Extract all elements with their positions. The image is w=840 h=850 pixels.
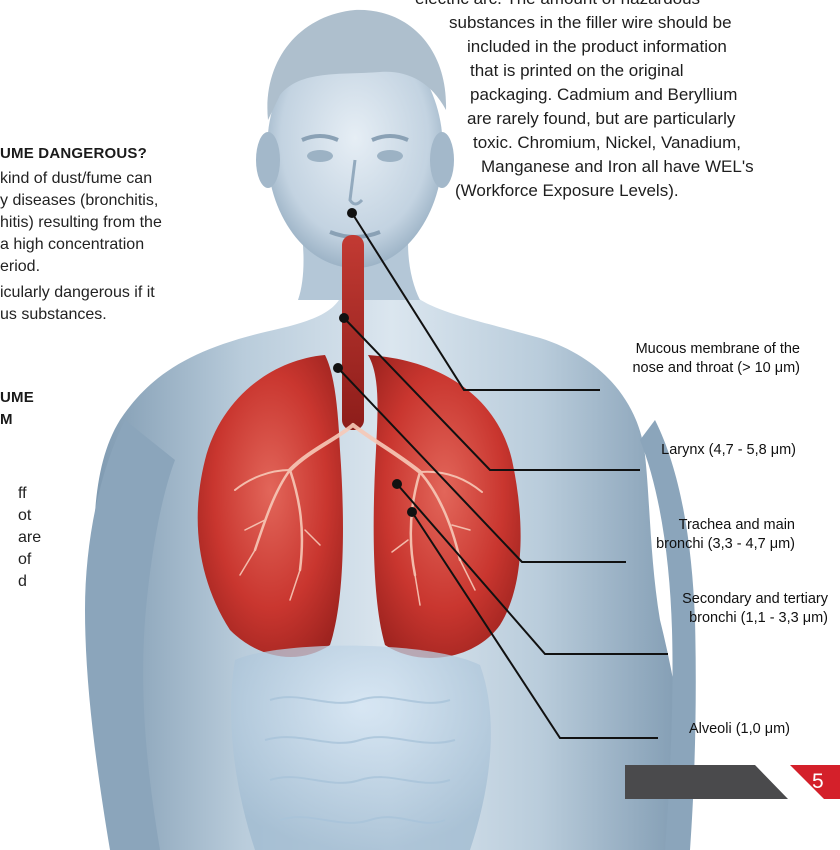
label-secondary-bronchi: Secondary and tertiary bronchi (1,1 - 3,…	[682, 590, 828, 628]
paragraph-line: ff	[0, 483, 41, 505]
intro-line: Manganese and Iron all have WEL's	[481, 155, 754, 179]
paragraph-line: y diseases (bronchitis,	[0, 190, 162, 212]
abdomen	[231, 646, 491, 850]
intro-line: packaging. Cadmium and Beryllium	[470, 83, 737, 107]
intro-line: toxic. Chromium, Nickel, Vanadium,	[473, 131, 741, 155]
paragraph-line: are	[0, 527, 41, 549]
paragraph-line: ot	[0, 505, 41, 527]
intro-line: substances in the filler wire should be	[449, 11, 732, 35]
label-line: nose and throat (> 10 μm)	[632, 359, 800, 378]
footer-gray-bar	[625, 765, 788, 799]
intro-line: (Workforce Exposure Levels).	[455, 179, 679, 203]
paragraph-line: us substances.	[0, 304, 155, 326]
label-line: Mucous membrane of the	[632, 340, 800, 359]
paragraph-dangerous: kind of dust/fume can y diseases (bronch…	[0, 168, 162, 278]
label-trachea: Trachea and main bronchi (3,3 - 4,7 μm)	[656, 516, 795, 554]
paragraph-line: eriod.	[0, 256, 162, 278]
intro-line: are rarely found, but are particularly	[467, 107, 735, 131]
label-line: Secondary and tertiary	[682, 590, 828, 609]
paragraph-cropped: ff ot are of d	[0, 483, 41, 593]
label-line: Trachea and main	[656, 516, 795, 535]
section-heading-fume: UME M	[0, 387, 34, 431]
heading-line: M	[0, 409, 34, 431]
paragraph-line: kind of dust/fume can	[0, 168, 162, 190]
label-line: Larynx (4,7 - 5,8 μm)	[661, 441, 796, 460]
label-larynx: Larynx (4,7 - 5,8 μm)	[661, 441, 796, 460]
label-line: bronchi (3,3 - 4,7 μm)	[656, 535, 795, 554]
intro-line: included in the product information	[467, 35, 727, 59]
paragraph-line: of	[0, 549, 41, 571]
label-mucous-membrane: Mucous membrane of the nose and throat (…	[632, 340, 800, 378]
heading-line: UME	[0, 387, 34, 409]
label-line: Alveoli (1,0 μm)	[689, 720, 790, 739]
section-heading-dangerous: UME DANGEROUS?	[0, 145, 147, 162]
page-number: 5	[812, 765, 840, 799]
intro-line: that is printed on the original	[470, 59, 684, 83]
label-alveoli: Alveoli (1,0 μm)	[689, 720, 790, 739]
paragraph-line: a high concentration	[0, 234, 162, 256]
paragraph-line: icularly dangerous if it	[0, 282, 155, 304]
paragraph-substances: icularly dangerous if it us substances.	[0, 282, 155, 326]
label-line: bronchi (1,1 - 3,3 μm)	[682, 609, 828, 628]
trachea	[342, 235, 364, 430]
intro-line: electric arc. The amount of hazardous	[415, 0, 700, 11]
paragraph-line: d	[0, 571, 41, 593]
paragraph-line: hitis) resulting from the	[0, 212, 162, 234]
